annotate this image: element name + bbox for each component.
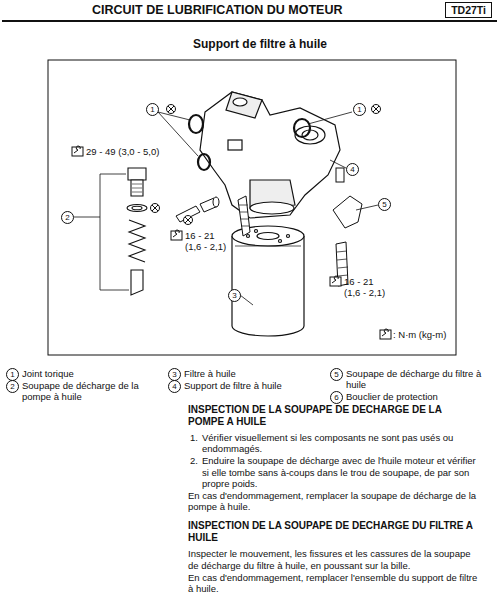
callout-number: 6 <box>330 391 343 404</box>
legend-text: Filtre à huile <box>184 368 324 379</box>
step-number: 1. <box>190 432 198 443</box>
subtitle: Support de filtre à huile <box>150 37 370 51</box>
section-heading: INSPECTION DE LA SOUPAPE DE DECHARGE DU … <box>188 520 480 544</box>
page-title: CIRCUIT DE LUBRIFICATION DU MOTEUR <box>92 3 342 17</box>
torque-value: 29 - 49 (3,0 - 5,0) <box>86 146 181 157</box>
body-text: En cas d'endommagement, remplacer l'ense… <box>188 572 480 594</box>
legend-text: Support de filtre à huile <box>184 380 324 391</box>
step-text: Enduire la soupape de décharge avec de l… <box>202 455 480 489</box>
legend-text: Soupape de décharge de la pompe à huile <box>22 380 152 402</box>
callout-number: 5 <box>330 368 343 381</box>
step-number: 2. <box>190 455 198 466</box>
callout-number: 2 <box>6 380 19 393</box>
callout-number: 2 <box>61 211 74 224</box>
model-code: TD27Ti <box>451 4 486 16</box>
model-box: TD27Ti <box>445 2 492 18</box>
callout-number: 4 <box>346 163 359 176</box>
callout-number: 4 <box>168 380 181 393</box>
section-heading: INSPECTION DE LA SOUPAPE DE DECHARGE DE … <box>188 404 480 428</box>
torque-value: 16 - 21 (1,6 - 2,1) <box>344 276 390 298</box>
body-text: En cas d'endommagement, remplacer la sou… <box>188 490 480 512</box>
callout-number: 1 <box>353 103 366 116</box>
legend-text: Joint torique <box>22 368 152 379</box>
callout-number: 3 <box>228 289 241 302</box>
torque-unit: : N·m (kg-m) <box>393 329 453 340</box>
step-text: Vérifier visuellement si les composants … <box>202 432 480 454</box>
torque-value: 16 - 21 (1,6 - 2,1) <box>185 230 231 252</box>
callout-number: 1 <box>146 103 159 116</box>
legend-text: Soupape de décharge du filtre à huile <box>346 368 486 390</box>
legend-text: Bouclier de protection <box>346 391 486 402</box>
body-text: Inspecter le mouvement, les fissures et … <box>188 548 480 570</box>
callout-number: 5 <box>378 198 391 211</box>
